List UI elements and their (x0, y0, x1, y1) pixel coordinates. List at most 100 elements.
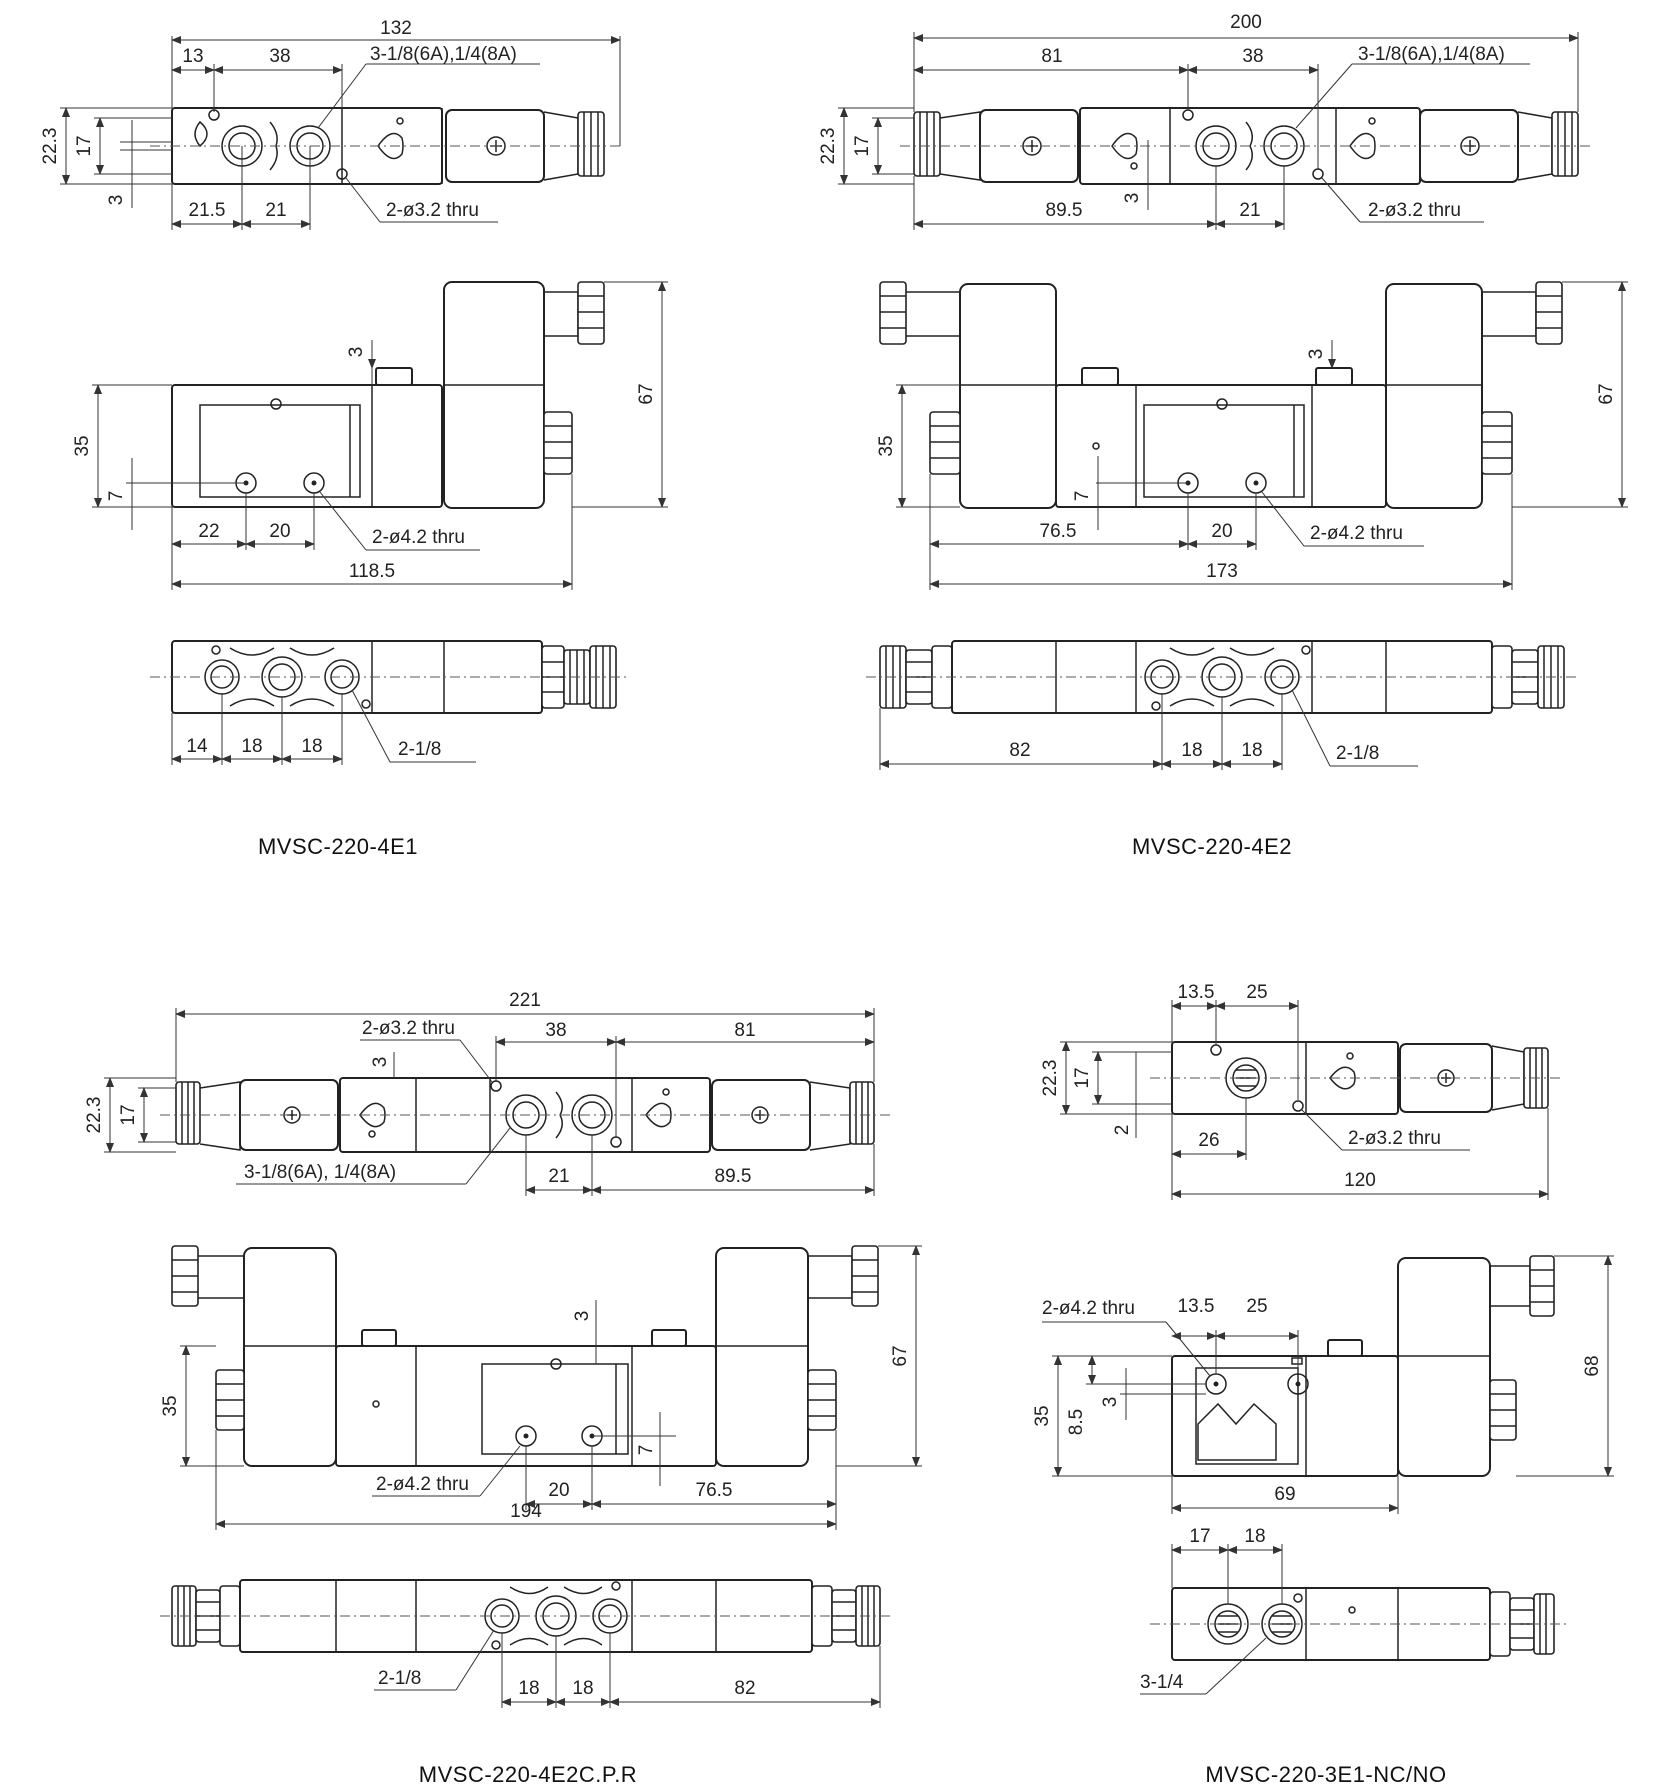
dim-label: 120 (1344, 1170, 1376, 1191)
dim-label: 35 (160, 1395, 181, 1416)
dim-label: 3 (370, 1057, 391, 1068)
dim-label: 81 (1041, 46, 1062, 67)
dim-label: 76.5 (696, 1480, 733, 1501)
hole-label: 2-ø3.2 thru (1368, 200, 1461, 221)
dim-label: 22.3 (1040, 1060, 1061, 1097)
dim-label: 14 (186, 736, 208, 757)
dim-label: 22.3 (818, 128, 839, 165)
mount-hole (336, 168, 348, 180)
solenoid-coil (243, 1247, 337, 1467)
dim-label: 3 (572, 1311, 593, 1322)
dim-label: 118.5 (349, 561, 395, 582)
dim-label: 81 (734, 1020, 755, 1041)
dim-label: 82 (734, 1678, 755, 1699)
valve-body (171, 384, 443, 508)
port-label: 2-1/8 (378, 1668, 421, 1689)
port-label: 2-1/8 (398, 739, 441, 760)
hole-label: 2-ø3.2 thru (386, 200, 479, 221)
dim-label: 25 (1246, 982, 1267, 1003)
dim-label: 89.5 (715, 1166, 752, 1187)
hole-label: 2-ø4.2 thru (1310, 523, 1403, 544)
hole-label: 2-ø4.2 thru (372, 527, 465, 548)
dim-label: 38 (269, 46, 290, 67)
bottom-view-4e2c: 2-1/8 18 18 82 (160, 1579, 894, 1708)
dim-label: 13.5 (1178, 1296, 1215, 1317)
port-label: 2-1/8 (1336, 743, 1379, 764)
top-view-4e2: 200 81 38 3-1/8(6A),1/4(8A) 22.3 17 3 89… (818, 12, 1592, 230)
dim-label: 194 (510, 1501, 542, 1522)
dim-label: 38 (1242, 46, 1263, 67)
dim-label: 20 (548, 1480, 569, 1501)
manual-override (375, 367, 413, 386)
top-view-3e1: 13.5 25 22.3 17 2 26 2-ø3.2 thru 120 (1040, 982, 1564, 1200)
dim-label: 132 (380, 18, 412, 39)
exhaust-nut (543, 411, 573, 475)
top-view-4e2c: 221 38 81 2-ø3.2 thru 3 22.3 17 3-1/8(6A… (84, 990, 890, 1196)
dim-label: 67 (890, 1345, 911, 1366)
bottom-view-4e2: 82 18 18 2-1/8 (866, 640, 1580, 770)
dim-label: 173 (1206, 561, 1238, 582)
dim-label: 68 (1582, 1355, 1603, 1376)
dim-label: 17 (852, 135, 873, 156)
top-view-4e1: 132 13 38 3-1/8(6A),1/4(8A) 22.3 17 3 21… (40, 18, 621, 230)
dim-label: 13 (182, 46, 203, 67)
dim-label: 35 (72, 435, 93, 456)
model-title: MVSC-220-4E2 (1132, 834, 1292, 859)
dim-label: 20 (1211, 521, 1232, 542)
dim-label: 17 (74, 135, 95, 156)
dim-label: 18 (241, 736, 262, 757)
dim-label: 7 (636, 1445, 657, 1456)
diagram-4e2: 200 81 38 3-1/8(6A),1/4(8A) 22.3 17 3 89… (818, 12, 1628, 859)
hole-label: 2-ø3.2 thru (362, 1018, 455, 1039)
dim-label: 35 (876, 435, 897, 456)
model-title: MVSC-220-4E1 (258, 834, 418, 859)
dim-label: 8.5 (1066, 1409, 1087, 1435)
dim-label: 17 (1072, 1067, 1093, 1088)
bottom-view-3e1: 17 18 3-1/4 (1140, 1526, 1568, 1695)
dim-label: 3 (1122, 193, 1143, 204)
hole-label: 2-ø3.2 thru (1348, 1128, 1441, 1149)
port-label: 3-1/4 (1140, 1672, 1184, 1693)
dim-label: 17 (1189, 1526, 1210, 1547)
dim-label: 21 (548, 1166, 569, 1187)
dim-label: 7 (1072, 491, 1093, 502)
dim-label: 18 (1181, 740, 1202, 761)
dim-label: 3 (1306, 349, 1327, 360)
solenoid-coil (1397, 1257, 1491, 1477)
side-view-4e1: 3 35 67 7 22 20 2-ø4.2 thru 118.5 (72, 281, 668, 590)
diagram-4e2c: 221 38 81 2-ø3.2 thru 3 22.3 17 3-1/8(6A… (84, 990, 922, 1787)
bottom-view-4e1: 14 18 18 2-1/8 (150, 640, 630, 765)
dim-label: 35 (1032, 1405, 1053, 1426)
dim-label: 89.5 (1046, 200, 1083, 221)
dim-label: 221 (509, 990, 541, 1011)
dim-label: 18 (572, 1678, 593, 1699)
solenoid-coil (715, 1247, 809, 1467)
dim-label: 82 (1009, 740, 1030, 761)
connector-nut (577, 281, 605, 345)
side-view-4e2: 3 35 67 7 76.5 20 2-ø4.2 thru 173 (876, 281, 1628, 590)
dim-label: 25 (1246, 1296, 1267, 1317)
dim-label: 38 (545, 1020, 566, 1041)
dim-label: 17 (118, 1104, 139, 1125)
dim-label: 26 (1198, 1130, 1219, 1151)
solenoid-coil (1385, 283, 1483, 509)
dim-label: 7 (106, 491, 127, 502)
dim-label: 3 (106, 195, 127, 206)
hole-label: 2-ø4.2 thru (376, 1474, 469, 1495)
diagram-3e1: 13.5 25 22.3 17 2 26 2-ø3.2 thru 120 (1032, 982, 1614, 1787)
valve-body (1055, 384, 1387, 508)
side-view-4e2c: 3 67 35 7 2-ø4.2 thru 20 76.5 194 (160, 1245, 922, 1530)
side-view-3e1: 2-ø4.2 thru 13.5 25 35 8.5 3 68 69 (1032, 1255, 1614, 1514)
dim-label: 18 (1244, 1526, 1265, 1547)
diagram-4e1: 132 13 38 3-1/8(6A),1/4(8A) 22.3 17 3 21… (40, 18, 668, 859)
port-label: 3-1/8(6A), 1/4(8A) (244, 1162, 396, 1183)
port-label: 3-1/8(6A),1/4(8A) (370, 44, 517, 65)
solenoid-coil (443, 281, 545, 509)
dim-label: 21.5 (189, 200, 226, 221)
dim-label: 67 (1596, 383, 1617, 404)
dim-label: 69 (1274, 1484, 1295, 1505)
solenoid-coil (959, 283, 1057, 509)
dim-label: 3 (1100, 1397, 1121, 1408)
dim-label: 22.3 (40, 128, 61, 165)
